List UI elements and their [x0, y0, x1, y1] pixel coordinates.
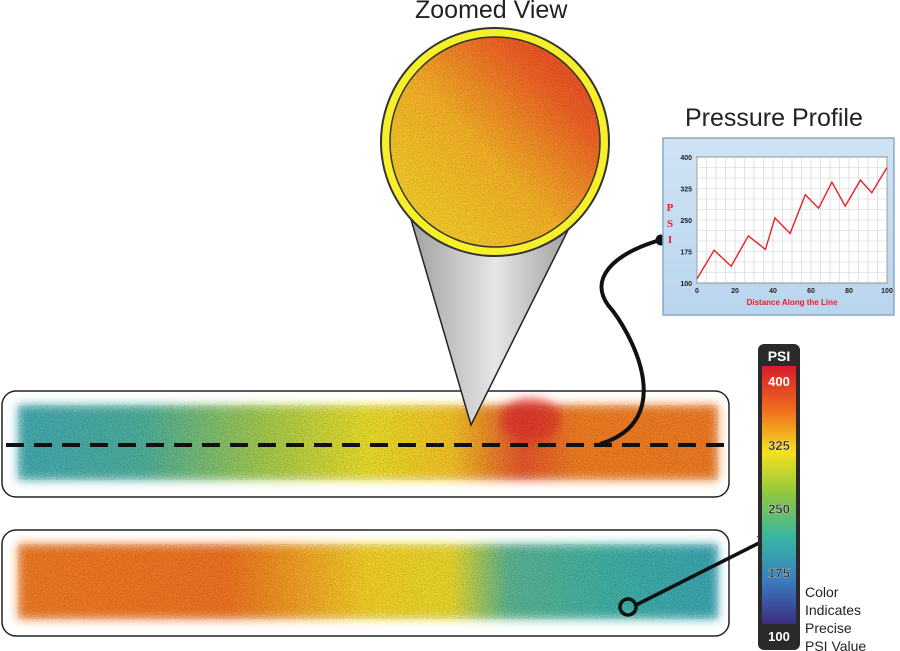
- plot-grid: [696, 156, 888, 284]
- x-tick-label: 40: [769, 288, 777, 295]
- colorbar-unit: PSI: [768, 348, 791, 364]
- colorbar-caption: Color Indicates Precise PSI Value: [805, 583, 866, 651]
- probe-arrow-line: [635, 538, 766, 607]
- colorbar-tick-label: 250: [768, 502, 790, 517]
- y-label-letter: P: [667, 202, 674, 214]
- y-tick-label: 250: [680, 218, 692, 225]
- y-tick-label: 175: [680, 250, 692, 257]
- zoom-lens-texture: [390, 37, 600, 247]
- zoom-lens-edge: [389, 36, 601, 248]
- y-tick-label: 100: [680, 281, 692, 288]
- colorbar-tick-label: 100: [768, 629, 790, 644]
- x-tick-label: 100: [881, 288, 893, 295]
- probe-circle: [618, 597, 638, 617]
- pressure-profile-chart: 100 175 250 325 400 0 20 40 60 80 100 PSI Distanc…: [667, 155, 893, 307]
- x-tick-label: 80: [845, 288, 853, 295]
- x-tick-label: 60: [807, 288, 815, 295]
- pressure-profile-panel: 100 175 250 325 400 0 20 40 60 80 100 PSI Distanc…: [662, 137, 895, 316]
- top-pressure-strip: [1, 390, 730, 498]
- y-label-letter: I: [668, 234, 672, 246]
- zoomed-view-title: Zoomed View: [415, 0, 568, 24]
- zoomed-view-lens: [380, 27, 610, 257]
- bottom-pressure-strip: [1, 529, 730, 637]
- colorbar-gradient: [762, 366, 796, 624]
- pressure-series-line: [696, 167, 888, 280]
- x-tick-label: 20: [731, 288, 739, 295]
- caption-line: Indicates: [805, 602, 862, 618]
- profile-connector-curve: [599, 238, 661, 446]
- x-axis-label: Distance Along the Line: [747, 298, 838, 307]
- y-tick-label: 325: [680, 187, 692, 194]
- y-axis-label: PSI: [667, 202, 674, 246]
- psi-colorbar: PSI 400 325 250 175 100: [758, 344, 800, 650]
- colorbar-tick-label: 400: [768, 374, 790, 389]
- bottom-strip-texture: [18, 544, 718, 619]
- x-tick-labels: 0 20 40 60 80 100: [695, 288, 893, 295]
- y-label-letter: S: [667, 218, 673, 230]
- y-tick-label: 400: [680, 155, 692, 162]
- colorbar-ticks: 400 325 250 175 100: [768, 374, 790, 644]
- x-tick-label: 0: [695, 288, 699, 295]
- top-strip-texture: [18, 405, 718, 480]
- pressure-profile-title: Pressure Profile: [685, 104, 863, 132]
- y-tick-labels: 100 175 250 325 400: [680, 155, 692, 288]
- caption-line: Precise: [805, 620, 852, 636]
- colorbar-tick-label: 175: [768, 565, 790, 580]
- colorbar-tick-label: 325: [768, 438, 790, 453]
- caption-line: PSI Value: [805, 638, 867, 651]
- caption-line: Color: [805, 584, 839, 600]
